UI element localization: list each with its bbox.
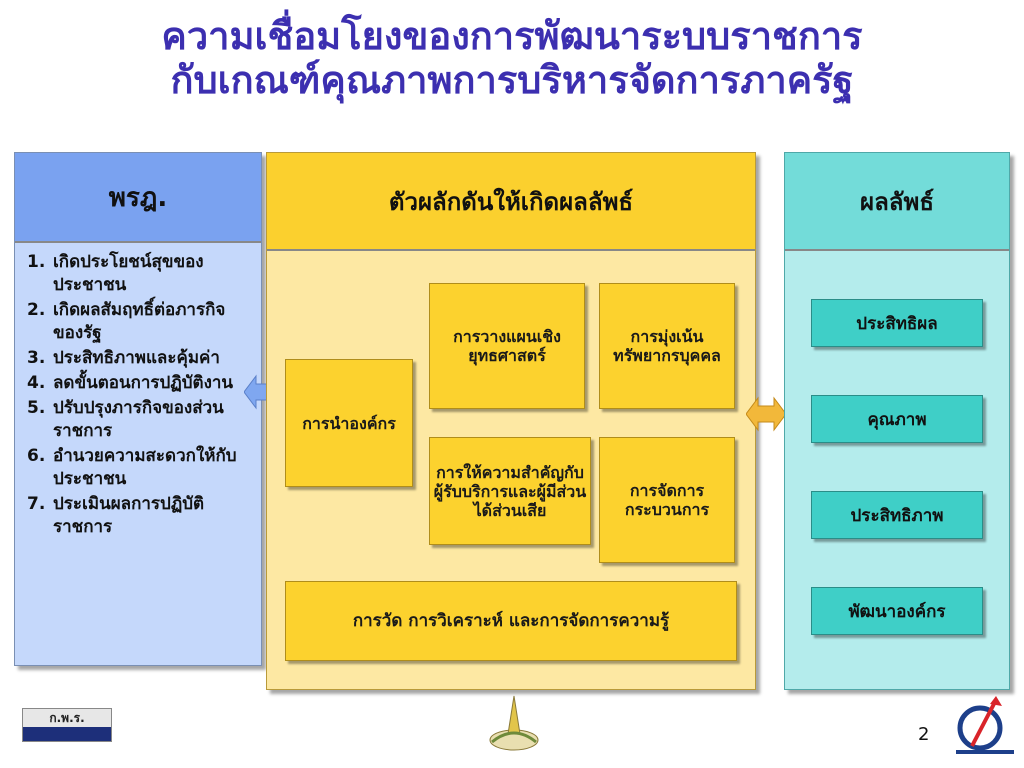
measurement-box: การวัด การวิเคราะห์ และการจัดการความรู้ xyxy=(285,581,737,661)
slide-title-line1: ความเชื่อมโยงของการพัฒนาระบบราชการ xyxy=(161,14,863,58)
slide-title-line2: กับเกณฑ์คุณภาพการบริหารจัดการภาครัฐ xyxy=(170,58,854,102)
list-item: 2.เกิดผลสัมฤทธิ์ต่อภารกิจของรัฐ xyxy=(27,300,226,343)
decree-list: 1.เกิดประโยชน์สุขของประชาชน 2.เกิดผลสัมฤ… xyxy=(27,251,255,541)
drivers-panel: ตัวผลักดันให้เกิดผลลัพธ์ การนำองค์กร การ… xyxy=(266,152,756,690)
list-item: 1.เกิดประโยชน์สุขของประชาชน xyxy=(27,252,204,295)
decree-panel: พรฎ. 1.เกิดประโยชน์สุขของประชาชน 2.เกิดผ… xyxy=(14,152,262,666)
result-effectiveness: ประสิทธิผล xyxy=(811,299,983,347)
customer-focus-box: การให้ความสำคัญกับผู้รับบริการและผู้มีส่… xyxy=(429,437,591,545)
hr-focus-box: การมุ่งเน้นทรัพยากรบุคคล xyxy=(599,283,735,409)
page-number: 2 xyxy=(918,724,930,745)
list-item: 4.ลดขั้นตอนการปฏิบัติงาน xyxy=(27,373,234,393)
result-efficiency: ประสิทธิภาพ xyxy=(811,491,983,539)
process-management-box: การจัดการกระบวนการ xyxy=(599,437,735,563)
result-org-development: พัฒนาองค์กร xyxy=(811,587,983,635)
leadership-box: การนำองค์กร xyxy=(285,359,413,487)
productivity-institute-logo-icon xyxy=(956,696,1014,754)
list-item: 7.ประเมินผลการปฏิบัติราชการ xyxy=(27,494,205,537)
double-arrow-icon xyxy=(746,396,786,432)
list-item: 6.อำนวยความสะดวกให้กับประชาชน xyxy=(27,446,237,489)
opdc-logo: ก.พ.ร. xyxy=(22,708,112,742)
drivers-panel-header: ตัวผลักดันให้เกิดผลลัพธ์ xyxy=(267,153,755,251)
emblem-icon xyxy=(489,695,539,751)
results-panel: ผลลัพธ์ ประสิทธิผล คุณภาพ ประสิทธิภาพ พั… xyxy=(784,152,1010,690)
strategic-planning-box: การวางแผนเชิงยุทธศาสตร์ xyxy=(429,283,585,409)
decree-panel-header: พรฎ. xyxy=(15,153,261,243)
list-item: 5.ปรับปรุงภารกิจของส่วนราชการ xyxy=(27,398,224,441)
results-panel-header: ผลลัพธ์ xyxy=(785,153,1009,251)
result-quality: คุณภาพ xyxy=(811,395,983,443)
list-item: 3.ประสิทธิภาพและคุ้มค่า xyxy=(27,348,220,368)
